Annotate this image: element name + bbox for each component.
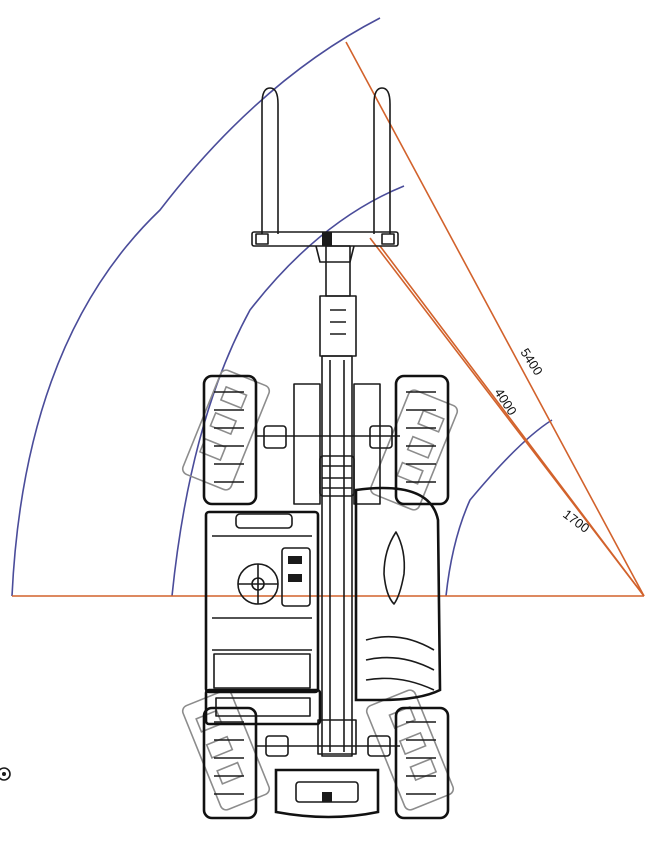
telescopic-boom xyxy=(315,245,357,757)
boom-body xyxy=(321,355,353,757)
engine-cover xyxy=(354,486,442,702)
gear-icon xyxy=(0,767,11,781)
turned-front-left-wheel xyxy=(181,369,271,491)
rear-left-wheel xyxy=(202,706,258,820)
inner-radius-arc xyxy=(445,419,553,597)
rear-right-wheel xyxy=(394,706,450,820)
radius-arcs xyxy=(11,17,553,597)
front-right-wheel xyxy=(394,374,450,506)
radius-rays xyxy=(12,41,645,597)
operator-cab xyxy=(204,510,320,694)
fork-carriage xyxy=(251,87,399,247)
outer-radius-ray xyxy=(345,41,645,597)
dimension-label-outer: 5400 xyxy=(517,345,545,377)
outer-radius-arc xyxy=(11,17,381,597)
front-left-wheel xyxy=(202,374,258,506)
left-fork xyxy=(261,87,279,234)
rear-frame xyxy=(204,688,400,819)
inner-radius-ray xyxy=(369,237,645,597)
front-axle xyxy=(256,383,400,505)
middle-radius-arc xyxy=(171,185,405,597)
right-fork xyxy=(373,87,391,234)
dimension-label-inner: 1700 xyxy=(560,506,592,535)
